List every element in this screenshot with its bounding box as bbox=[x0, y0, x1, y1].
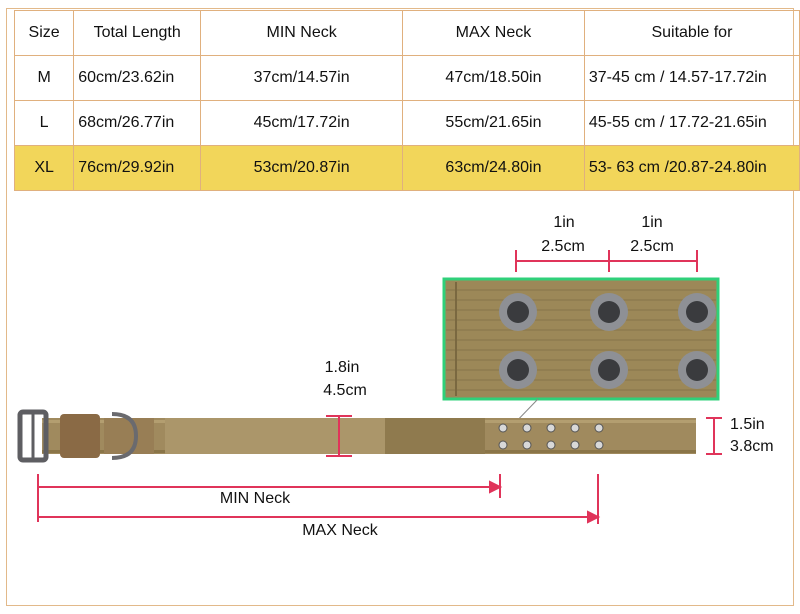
grommet-icon bbox=[678, 293, 716, 331]
buckle-icon bbox=[17, 409, 49, 463]
cell-total-length: 68cm/26.77in bbox=[73, 100, 202, 146]
size-table: Size Total Length MIN Neck MAX Neck Suit… bbox=[13, 10, 800, 191]
table-row: M 60cm/23.62in 37cm/14.57in 47cm/18.50in… bbox=[13, 55, 800, 101]
collar-width-inch: 1.5in bbox=[730, 416, 765, 433]
cell-suitable-for: 37-45 cm / 14.57-17.72in bbox=[583, 55, 800, 101]
collar-width-cm: 3.8cm bbox=[730, 438, 774, 455]
cell-max-neck: 47cm/18.50in bbox=[402, 55, 585, 101]
grommet-icon bbox=[499, 351, 537, 389]
cell-size: L bbox=[13, 100, 75, 146]
cell-min-neck: 53cm/20.87in bbox=[200, 145, 404, 191]
patch-width-inch: 1.8in bbox=[324, 359, 360, 376]
table-row: L 68cm/26.77in 45cm/17.72in 55cm/21.65in… bbox=[13, 100, 800, 146]
table-header-row: Size Total Length MIN Neck MAX Neck Suit… bbox=[13, 10, 800, 56]
min-neck-label: MIN Neck bbox=[219, 490, 291, 507]
image-frame bbox=[6, 8, 794, 606]
cell-total-length: 76cm/29.92in bbox=[73, 145, 202, 191]
spacing-right-inch: 1in bbox=[641, 214, 663, 231]
cell-max-neck: 55cm/21.65in bbox=[402, 100, 585, 146]
spacing-right-cm: 2.5cm bbox=[630, 238, 674, 255]
measure-lines bbox=[37, 250, 722, 524]
table-row-highlighted: XL 76cm/29.92in 53cm/20.87in 63cm/24.80i… bbox=[13, 145, 800, 191]
cell-size: XL bbox=[13, 145, 75, 191]
cell-min-neck: 45cm/17.72in bbox=[200, 100, 404, 146]
spacing-left-label: 1in bbox=[544, 212, 584, 234]
grommet-icon bbox=[499, 293, 537, 331]
grommet-icon bbox=[590, 351, 628, 389]
spacing-left-inch: 1in bbox=[553, 214, 575, 231]
header-total-length: Total Length bbox=[73, 10, 202, 56]
grommet-icon bbox=[590, 293, 628, 331]
cell-max-neck: 63cm/24.80in bbox=[402, 145, 585, 191]
cell-size: M bbox=[13, 55, 75, 101]
cell-min-neck: 37cm/14.57in bbox=[200, 55, 404, 101]
grommet-icon bbox=[678, 351, 716, 389]
grommet-closeup-inset bbox=[442, 277, 720, 401]
spacing-left-cm: 2.5cm bbox=[541, 238, 585, 255]
d-ring-icon bbox=[111, 412, 139, 460]
collar-strap bbox=[42, 414, 696, 458]
collar-holes bbox=[498, 423, 604, 450]
header-min-neck: MIN Neck bbox=[200, 10, 404, 56]
max-neck-label: MAX Neck bbox=[302, 522, 378, 539]
patch-width-cm: 4.5cm bbox=[323, 382, 367, 399]
cell-suitable-for: 53- 63 cm /20.87-24.80in bbox=[583, 145, 800, 191]
cell-suitable-for: 45-55 cm / 17.72-21.65in bbox=[583, 100, 800, 146]
